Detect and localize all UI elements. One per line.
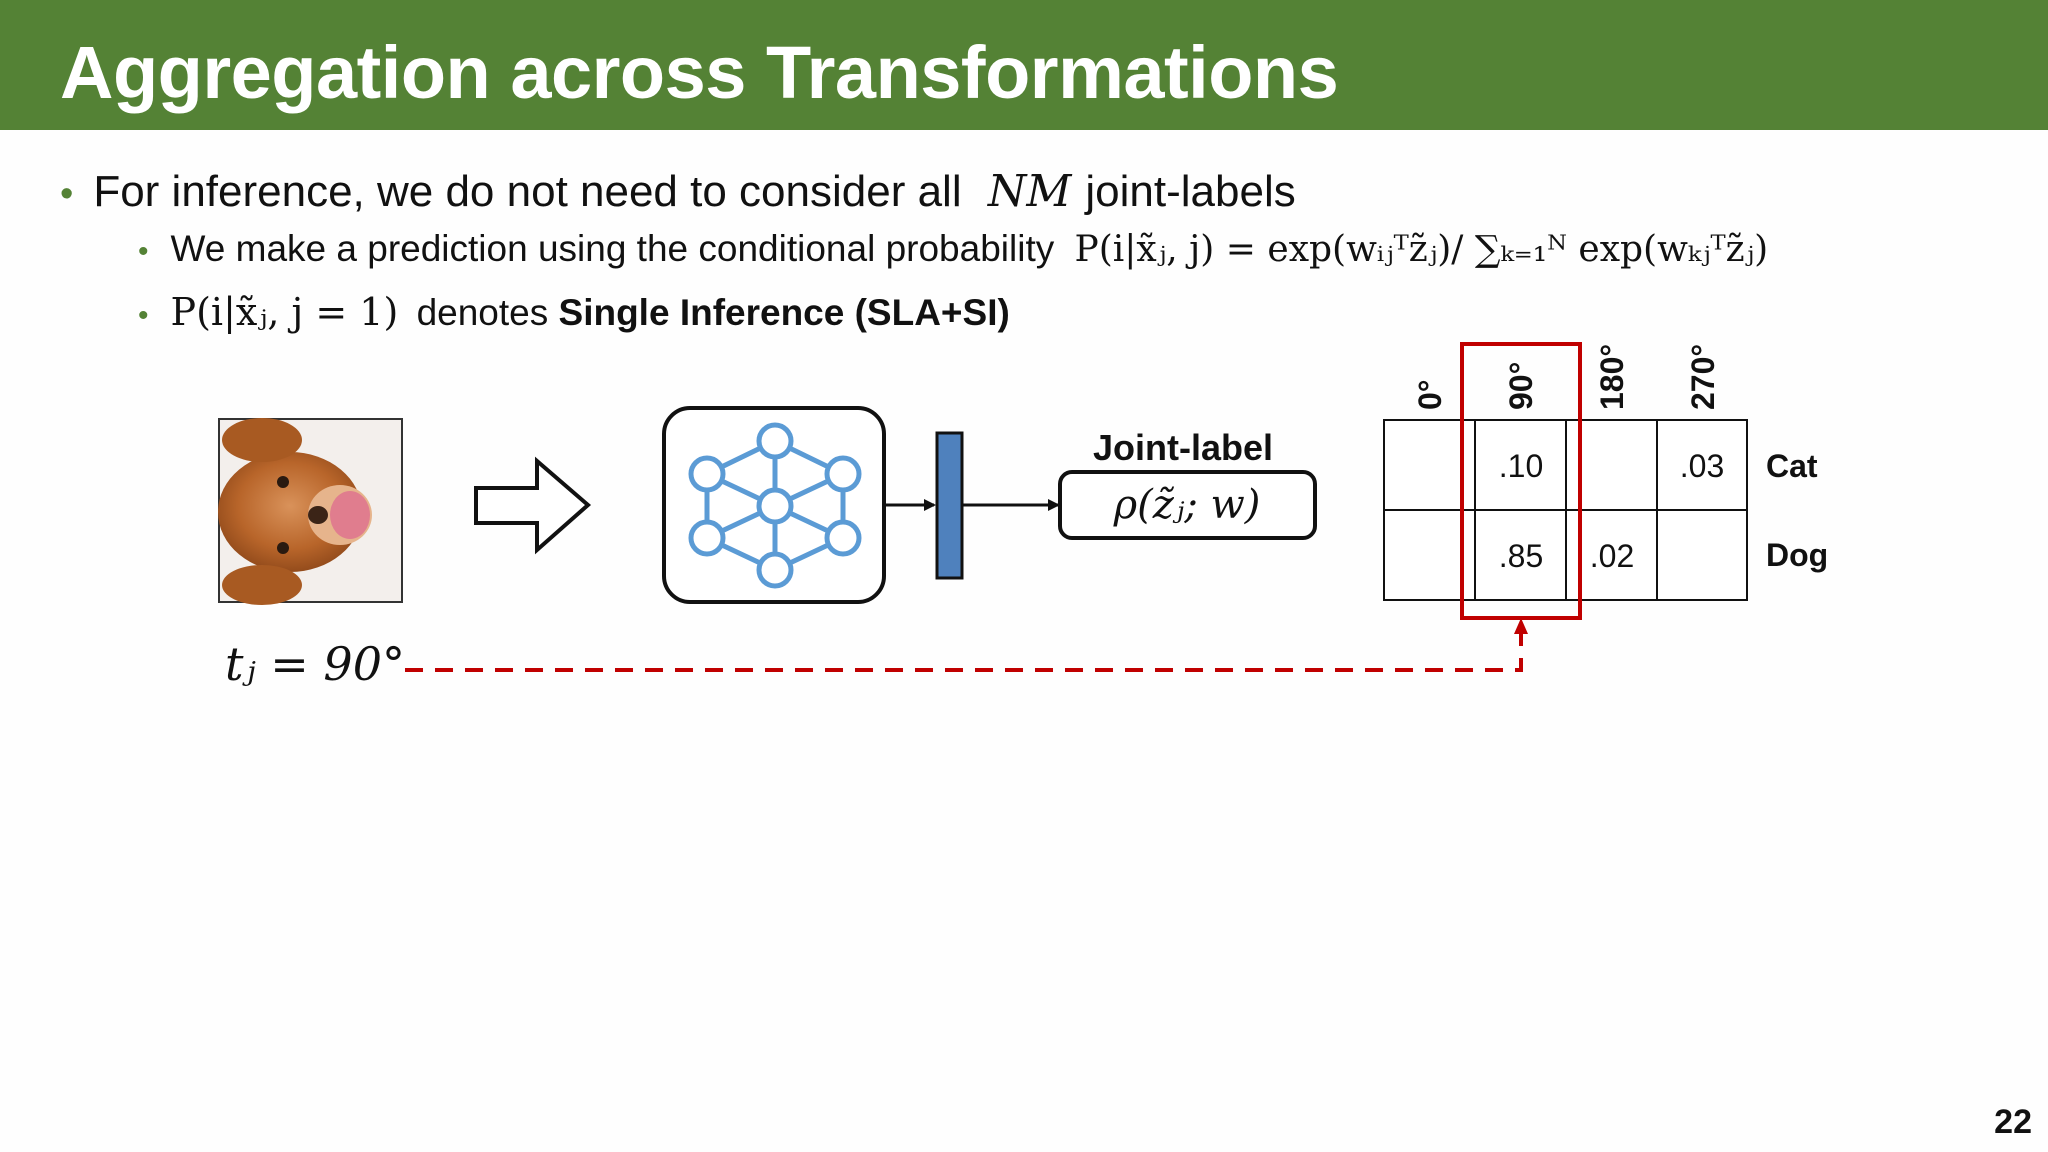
table-cell: .85	[1499, 538, 1543, 574]
dashed-arrowhead-icon	[1514, 618, 1528, 634]
joint-label-formula: ρ(z̃ⱼ; w)	[1113, 482, 1261, 528]
row-label-dog: Dog	[1766, 537, 1828, 573]
dashed-connector	[405, 632, 1523, 672]
bullet-inference-math: NM	[987, 166, 1072, 217]
joint-label-title: Joint-label	[1093, 427, 1273, 468]
column-header-180: 180°	[1594, 344, 1630, 410]
table-cell: .10	[1499, 448, 1543, 484]
joint-label-table	[1383, 419, 1748, 601]
table-cell: .03	[1680, 448, 1724, 484]
bullet-inference-text: For inference, we do not need to conside…	[93, 167, 962, 216]
table-cell: .02	[1590, 538, 1634, 574]
hollow-arrow-icon	[474, 456, 592, 555]
page-number: 22	[1994, 1103, 2032, 1141]
bullet-inference: • For inference, we do not need to consid…	[60, 166, 1296, 217]
feature-bar	[935, 431, 964, 580]
slide-title: Aggregation across Transformations	[60, 31, 1339, 114]
bullet-prediction-formula: P(i|x̃ⱼ, j) = exp(wᵢⱼᵀz̃ⱼ)/ ∑ₖ₌₁ᴺ exp(wₖ…	[1074, 229, 1769, 270]
bullet-single-bold: Single Inference (SLA+SI)	[558, 292, 1010, 333]
bullet-dot-icon: •	[138, 235, 149, 268]
column-header-0: 0°	[1412, 379, 1448, 410]
bullet-single-formula: P(i|x̃ⱼ, j = 1)	[170, 290, 399, 334]
column-header-270: 270°	[1685, 344, 1721, 410]
dog-image	[218, 418, 403, 605]
bullet-single-inference: • P(i|x̃ⱼ, j = 1) denotes Single Inferenc…	[138, 290, 1010, 334]
title-bar	[0, 0, 2048, 130]
bullet-inference-tail: joint-labels	[1085, 167, 1296, 216]
row-label-cat: Cat	[1766, 448, 1818, 484]
neural-network-icon	[662, 406, 886, 604]
bullet-prediction-text: We make a prediction using the condition…	[170, 228, 1055, 269]
bullet-dot-icon: •	[138, 299, 149, 332]
transform-label: tⱼ = 90°	[225, 637, 405, 691]
column-header-90: 90°	[1503, 362, 1539, 410]
joint-label-box	[1058, 470, 1317, 540]
bullet-dot-icon: •	[60, 173, 74, 215]
bullet-prediction: • We make a prediction using the conditio…	[138, 228, 1768, 270]
bullet-single-text: denotes	[416, 292, 549, 333]
